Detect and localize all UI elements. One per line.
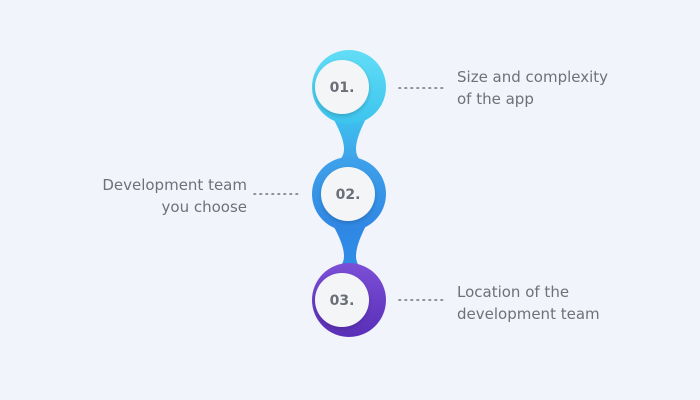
step-2-number: 02. <box>336 187 361 203</box>
step-3-label-line-1: Location of the <box>457 283 570 301</box>
step-1-label-line-2: of the app <box>457 90 534 108</box>
connector-neck-2-3 <box>330 220 369 270</box>
step-1-number: 01. <box>330 80 355 96</box>
step-2-label: Development team you choose <box>102 174 247 218</box>
step-1-label-line-1: Size and complexity <box>457 68 609 86</box>
step-1-badge <box>315 60 369 114</box>
step-2-label-line-2: you choose <box>161 198 247 216</box>
step-3-label: Location of the development team <box>457 281 600 325</box>
step-3-badge <box>315 273 369 327</box>
step-1-label: Size and complexity of the app <box>457 66 608 110</box>
step-3-label-line-2: development team <box>457 305 600 323</box>
step-3-number: 03. <box>330 293 355 309</box>
connector-neck-1-2 <box>330 113 369 163</box>
step-2-badge <box>321 167 375 221</box>
step-2-label-line-1: Development team <box>102 176 247 194</box>
